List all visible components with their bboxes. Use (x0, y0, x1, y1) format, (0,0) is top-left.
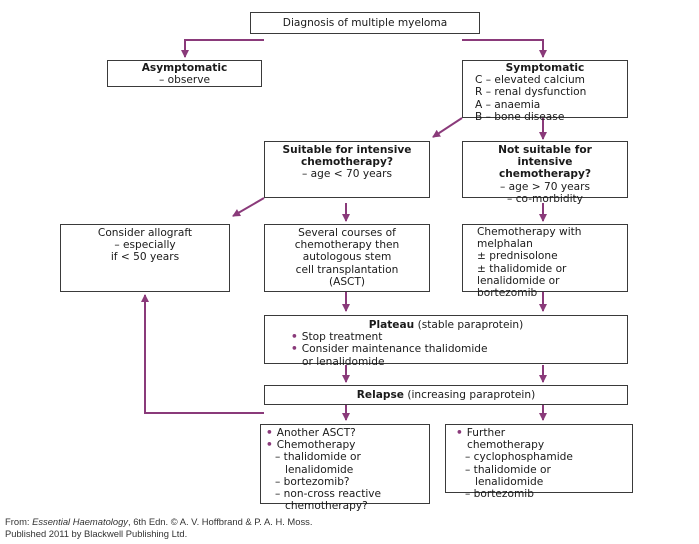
relapse-right-sub-1: – cyclophosphamide (465, 451, 573, 464)
symptomatic-title: Symptomatic (505, 62, 585, 74)
relapse-left-box: Another ASCT? Chemotherapy – thalidomide… (260, 424, 430, 512)
relapse-right-box: Further chemotherapy – cyclophosphamide … (445, 424, 633, 500)
suitable-line: – age < 70 years (301, 168, 392, 181)
symptomatic-box: Symptomatic C – elevated calcium R – ren… (462, 60, 628, 123)
asct-line-4: cell transplantation (295, 263, 399, 276)
relapse-right-sub-3: lenalidomide (475, 475, 544, 488)
footer-prefix: From: (5, 516, 33, 527)
relapse-box: Relapse (increasing paraprotein) (264, 385, 628, 405)
not-suitable-line-comorbidity: – co-morbidity (507, 192, 583, 205)
plateau-bullet-maintenance: Consider maintenance thalidomide (291, 343, 627, 355)
footer-publisher: Published 2011 by Blackwell Publishing L… (5, 528, 188, 539)
symptomatic-line-calcium: C – elevated calcium (475, 74, 585, 87)
allograft-box: Consider allograft – especially if < 50 … (60, 224, 230, 292)
plateau-continuation: or lenalidomide (302, 355, 385, 368)
relapse-left-sub-3: – bortezomib? (275, 475, 350, 488)
relapse-left-sub-5: chemotherapy? (285, 500, 368, 513)
arrow-relapse-to-allograft (141, 294, 264, 414)
arrow-symptomatic-to-suitable (432, 117, 463, 138)
not-suitable-title: Not suitable for intensive chemotherapy? (498, 144, 592, 181)
plateau-title: Plateau (368, 319, 415, 331)
melphalan-line-2: melphalan (477, 238, 533, 251)
asct-box: Several courses of chemotherapy then aut… (264, 224, 430, 292)
asct-line-5: (ASCT) (328, 275, 366, 288)
asymptomatic-title: Asymptomatic (141, 62, 228, 74)
relapse-subtitle: (increasing paraprotein) (407, 389, 536, 401)
relapse-right-bullet-further: Further (456, 427, 632, 439)
symptomatic-line-renal: R – renal dysfunction (475, 86, 587, 99)
relapse-left-bullet-asct: Another ASCT? (266, 427, 429, 439)
asct-line-2: chemotherapy then (294, 239, 400, 252)
melphalan-line-3: ± prednisolone (477, 250, 558, 263)
footer-citation: From: Essential Haematology, 6th Edn. © … (5, 516, 312, 527)
melphalan-box: Chemotherapy with melphalan ± prednisolo… (462, 224, 628, 299)
relapse-right-bullet-cont: chemotherapy (467, 439, 545, 452)
relapse-left-sub-1: – thalidomide or (275, 451, 361, 464)
not-suitable-line-age: – age > 70 years (499, 180, 590, 193)
allograft-line-1: Consider allograft (97, 227, 193, 239)
suitable-box: Suitable for intensive chemotherapy? – a… (264, 141, 430, 198)
melphalan-line-5: lenalidomide or (477, 274, 560, 287)
relapse-left-bullet-chemo: Chemotherapy (266, 439, 429, 451)
relapse-left-sub-4: – non-cross reactive (275, 488, 382, 501)
suitable-title: Suitable for intensive chemotherapy? (282, 144, 412, 169)
allograft-line-3: if < 50 years (110, 251, 180, 264)
not-suitable-box: Not suitable for intensive chemotherapy?… (462, 141, 628, 205)
diagnosis-box: Diagnosis of multiple myeloma (250, 12, 480, 34)
asymptomatic-box: Asymptomatic – observe (107, 60, 262, 87)
plateau-heading: Plateau (stable paraprotein) (265, 319, 627, 331)
melphalan-line-6: bortezomib (477, 287, 538, 300)
symptomatic-line-bone: B – bone disease (475, 110, 565, 123)
relapse-left-sub-2: lenalidomide (285, 463, 354, 476)
melphalan-line-4: ± thalidomide or (477, 262, 567, 275)
asymptomatic-line: – observe (158, 74, 211, 87)
diagnosis-title: Diagnosis of multiple myeloma (282, 17, 448, 29)
relapse-title: Relapse (356, 389, 404, 401)
arrow-suitable-to-allograft (232, 197, 265, 217)
footer-book-title: Essential Haematology (32, 516, 128, 527)
plateau-box: Plateau (stable paraprotein) Stop treatm… (264, 315, 628, 368)
asct-line-1: Several courses of (298, 227, 396, 239)
relapse-right-sub-4: – bortezomib (465, 488, 534, 501)
relapse-right-sub-2: – thalidomide or (465, 463, 551, 476)
arrow-diagnosis-to-asymptomatic (181, 39, 264, 58)
footer-suffix: , 6th Edn. © A. V. Hoffbrand & P. A. H. … (127, 516, 313, 527)
asct-line-3: autologous stem (302, 251, 392, 264)
symptomatic-line-anaemia: A – anaemia (475, 98, 541, 111)
plateau-subtitle: (stable paraprotein) (417, 319, 524, 331)
arrow-diagnosis-to-symptomatic (462, 39, 547, 58)
plateau-bullet-stop: Stop treatment (291, 331, 627, 343)
allograft-line-2: – especially (114, 239, 176, 252)
melphalan-line-1: Chemotherapy with (477, 226, 582, 238)
